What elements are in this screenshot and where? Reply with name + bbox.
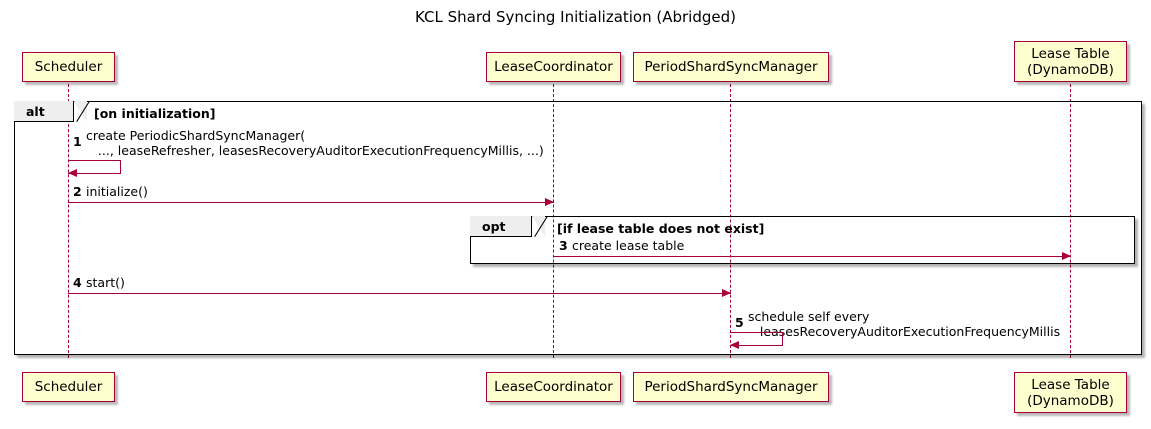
fragment-alt <box>14 101 1142 355</box>
lifeline-coordinator <box>553 84 554 358</box>
fragment-alt-tab-slant-line <box>74 101 90 123</box>
message-5-arrowhead <box>730 341 739 349</box>
message-5-seq: 5 <box>735 315 744 330</box>
participant-label: Scheduler <box>34 379 103 395</box>
fragment-alt-tab: alt <box>14 101 74 122</box>
fragment-alt-keyword: alt <box>26 103 45 119</box>
message-4-seq: 4 <box>73 275 82 290</box>
message-3-line <box>553 256 1071 257</box>
participant-syncmanager-bottom[interactable]: PeriodShardSyncManager <box>633 372 829 402</box>
fragment-opt-condition: [if lease table does not exist] <box>557 221 765 236</box>
participant-leasetable-top[interactable]: Lease Table (DynamoDB) <box>1014 41 1127 82</box>
message-3-seq: 3 <box>559 238 568 253</box>
message-3-arrowhead <box>1062 252 1071 260</box>
participant-label: LeaseCoordinator <box>494 379 613 395</box>
message-1-selfcall-loop <box>68 160 121 174</box>
participant-label: Lease Table <box>1031 45 1110 62</box>
fragment-alt-tab-slant <box>74 101 87 122</box>
participant-coordinator-top[interactable]: LeaseCoordinator <box>486 52 621 82</box>
lifeline-scheduler <box>68 84 69 358</box>
fragment-opt-keyword: opt <box>482 218 506 234</box>
message-5-text-line2: leasesRecoveryAuditorExecutionFrequencyM… <box>748 324 1061 339</box>
participant-leasetable-bottom[interactable]: Lease Table (DynamoDB) <box>1014 372 1127 413</box>
participant-label: LeaseCoordinator <box>494 59 613 75</box>
message-1-arrowhead <box>68 169 77 177</box>
page-title: KCL Shard Syncing Initialization (Abridg… <box>415 8 736 26</box>
fragment-opt-tab-slant <box>532 216 545 237</box>
participant-label: PeriodShardSyncManager <box>644 59 818 75</box>
message-1-seq: 1 <box>73 134 82 149</box>
message-2-text: initialize() <box>86 184 148 199</box>
message-4-arrowhead <box>722 289 731 297</box>
message-2-line <box>68 202 554 203</box>
participant-label-line2: (DynamoDB) <box>1027 61 1114 78</box>
participant-coordinator-bottom[interactable]: LeaseCoordinator <box>486 372 621 402</box>
message-2-seq: 2 <box>73 184 82 199</box>
fragment-opt <box>470 216 1135 264</box>
message-5-selfcall-loop <box>730 332 783 346</box>
fragment-opt-tab-slant-line <box>532 216 548 238</box>
participant-label: PeriodShardSyncManager <box>644 379 818 395</box>
participant-label-line2: (DynamoDB) <box>1027 392 1114 409</box>
lifeline-syncmanager <box>730 84 731 358</box>
message-1-text-line2: ..., leaseRefresher, leasesRecoveryAudit… <box>86 143 544 158</box>
message-2-arrowhead <box>545 198 554 206</box>
message-4-line <box>68 293 731 294</box>
message-3-text: create lease table <box>572 238 685 253</box>
participant-scheduler-bottom[interactable]: Scheduler <box>22 372 115 402</box>
participant-scheduler-top[interactable]: Scheduler <box>22 52 115 82</box>
message-1-text-line1: create PeriodicShardSyncManager( <box>86 128 306 143</box>
participant-label: Lease Table <box>1031 376 1110 393</box>
message-4-text: start() <box>86 275 125 290</box>
message-5-text-line1: schedule self every <box>748 309 870 324</box>
participant-label: Scheduler <box>34 59 103 75</box>
lifeline-leasetable <box>1070 84 1071 358</box>
participant-syncmanager-top[interactable]: PeriodShardSyncManager <box>633 52 829 82</box>
fragment-opt-tab: opt <box>470 216 532 237</box>
fragment-alt-condition: [on initialization] <box>94 106 216 121</box>
